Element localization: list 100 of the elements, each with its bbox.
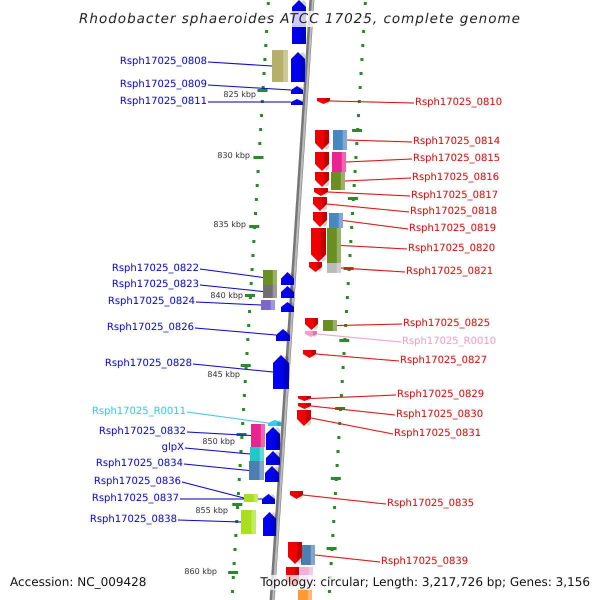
gene-marker bbox=[273, 355, 289, 389]
leader-line bbox=[194, 328, 276, 336]
leader-line bbox=[178, 520, 242, 522]
gene-box bbox=[333, 130, 347, 150]
gene-label: Rsph17025_0816 bbox=[412, 171, 500, 185]
gene-label: Rsph17025_0817 bbox=[411, 189, 498, 203]
title: Rhodobacter sphaeroides ATCC 17025, complete genome bbox=[79, 11, 521, 27]
leader-line bbox=[346, 158, 412, 162]
gene-box bbox=[263, 270, 277, 285]
gene-marker bbox=[309, 262, 322, 272]
gene-label: Rsph17025_0835 bbox=[387, 497, 474, 511]
gene-label: Rsph17025_0826 bbox=[106, 321, 194, 335]
gene-marker bbox=[265, 466, 279, 482]
genome-info-text: Topology: circular; Length: 3,217,726 bp; Genes: 3,156 bbox=[260, 575, 590, 590]
leader-line bbox=[186, 412, 268, 424]
gene-label: Rsph17025_0811 bbox=[120, 95, 207, 109]
gene-label: Rsph17025_0824 bbox=[108, 295, 195, 309]
leader-line bbox=[184, 464, 250, 471]
gene-label: Rsph17025_0829 bbox=[397, 388, 484, 402]
leader-line bbox=[182, 482, 244, 498]
leader-line bbox=[208, 62, 272, 66]
leader-line bbox=[342, 220, 408, 230]
leader-line bbox=[314, 554, 380, 562]
scale-label: 825 kbp bbox=[223, 90, 256, 99]
gene-marker bbox=[263, 512, 276, 536]
gene-marker bbox=[313, 197, 327, 211]
gene-box bbox=[323, 320, 337, 331]
gene-marker bbox=[281, 272, 294, 285]
gene-box bbox=[272, 50, 288, 82]
leader-line bbox=[180, 498, 262, 500]
gene-box bbox=[249, 461, 264, 480]
gene-marker bbox=[298, 396, 311, 401]
scale-label: 855 kbp bbox=[195, 506, 228, 515]
gene-marker bbox=[313, 212, 327, 227]
gene-label: Rsph17025_0836 bbox=[94, 475, 181, 489]
gene-label: Rsph17025_R0011 bbox=[92, 405, 186, 419]
gene-label: Rsph17025_0825 bbox=[403, 317, 490, 331]
gene-label: Rsph17025_0814 bbox=[413, 135, 500, 149]
leader-line bbox=[302, 494, 386, 504]
gene-label: Rsph17025_0820 bbox=[408, 242, 496, 256]
gene-label: Rsph17025_R0010 bbox=[402, 335, 496, 349]
gene-box bbox=[263, 285, 277, 298]
gene-label: Rsph17025_0810 bbox=[415, 96, 502, 110]
gene-box bbox=[327, 263, 341, 273]
gene-label: Rsph17025_0821 bbox=[406, 265, 494, 279]
gene-marker bbox=[291, 52, 305, 82]
scale-label: 845 kbp bbox=[207, 370, 240, 379]
gene-label: Rsph17025_0828 bbox=[104, 357, 192, 371]
leader-line bbox=[208, 84, 292, 90]
leader-line bbox=[310, 418, 394, 434]
leader-line bbox=[340, 268, 406, 272]
leader-line bbox=[186, 432, 252, 436]
gene-box bbox=[261, 300, 275, 310]
scale-label: 850 kbp bbox=[202, 437, 235, 446]
gene-label: Rsph17025_0822 bbox=[112, 262, 199, 276]
gene-marker bbox=[262, 494, 275, 504]
gene-marker bbox=[303, 350, 316, 358]
gene-marker bbox=[266, 451, 280, 465]
gene-label: Rsph17025_0823 bbox=[112, 278, 199, 292]
gene-box bbox=[244, 494, 258, 502]
gene-label: Rsph17025_0839 bbox=[381, 555, 468, 569]
accession-text: Accession: NC_009428 bbox=[10, 575, 146, 590]
leader-line bbox=[200, 284, 264, 292]
gene-box bbox=[327, 228, 341, 263]
gene-box bbox=[332, 152, 346, 172]
leader-line bbox=[346, 140, 412, 142]
gene-label: Rsph17025_0834 bbox=[96, 457, 183, 471]
leader-line bbox=[326, 204, 410, 212]
gene-label: glpX bbox=[162, 441, 184, 455]
leader-line bbox=[310, 406, 396, 416]
leader-line bbox=[330, 100, 414, 104]
gene-box bbox=[250, 447, 264, 461]
gene-marker bbox=[281, 302, 294, 312]
gene-marker bbox=[315, 152, 329, 171]
gene-label: Rsph17025_0808 bbox=[120, 55, 207, 69]
gene-box bbox=[251, 424, 265, 447]
scale-label: 835 kbp bbox=[213, 220, 246, 229]
leader-line bbox=[200, 268, 264, 278]
gene-marker bbox=[305, 318, 318, 330]
leader-line bbox=[316, 354, 400, 362]
gene-marker bbox=[281, 286, 294, 298]
leader-line bbox=[328, 192, 410, 196]
gene-label: Rsph17025_0827 bbox=[400, 354, 488, 368]
gene-marker bbox=[315, 130, 329, 150]
gene-marker bbox=[266, 427, 280, 450]
gene-label: Rsph17025_0837 bbox=[92, 492, 179, 506]
scale-label: 860 kbp bbox=[184, 567, 217, 576]
leader-line bbox=[316, 334, 402, 342]
gene-label: Rsph17025_0819 bbox=[409, 222, 496, 236]
gene-label: Rsph17025_0838 bbox=[90, 513, 177, 527]
scale-label: 830 kbp bbox=[217, 151, 250, 160]
gene-marker bbox=[291, 99, 303, 105]
leader-line bbox=[192, 364, 274, 372]
gene-box bbox=[241, 510, 256, 534]
gene-label: Rsph17025_0832 bbox=[98, 425, 186, 439]
gene-box bbox=[329, 213, 343, 228]
gene-marker bbox=[290, 491, 303, 499]
gene-label: Rsph17025_0809 bbox=[120, 78, 207, 92]
leader-line bbox=[196, 302, 262, 306]
gene-label: Rsph17025_0815 bbox=[413, 152, 500, 166]
